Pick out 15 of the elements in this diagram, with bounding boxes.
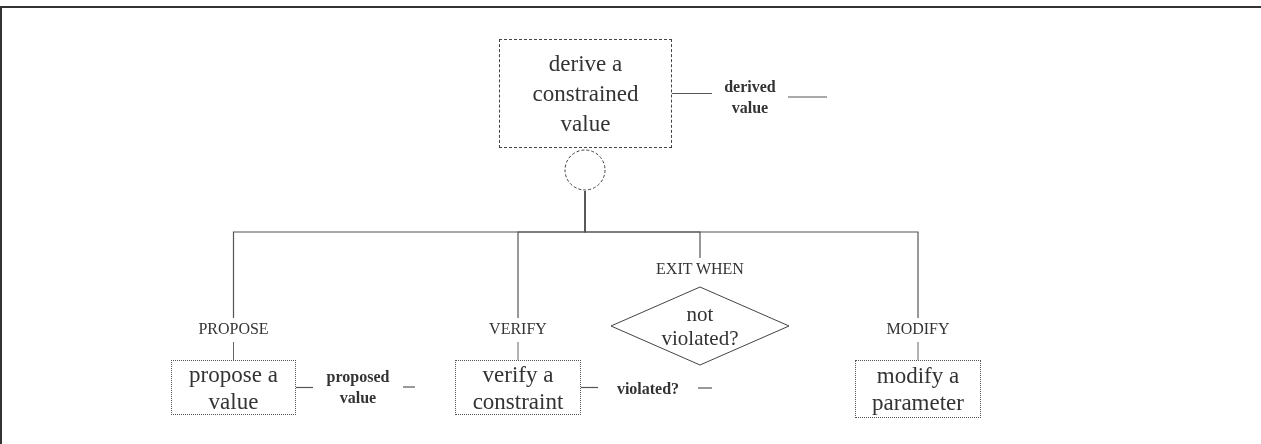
process-box: propose a value bbox=[171, 360, 296, 415]
connector-line bbox=[671, 92, 713, 95]
connector-line bbox=[584, 190, 919, 319]
condition-text: not violated? bbox=[660, 301, 740, 352]
process-box: modify a parameter bbox=[855, 360, 981, 418]
connector-line bbox=[402, 386, 416, 388]
node-heading: EXIT WHEN bbox=[655, 259, 745, 279]
process-box: verify a constraint bbox=[455, 360, 581, 415]
circle-shape bbox=[564, 149, 606, 191]
connector-line bbox=[697, 387, 713, 389]
node-heading: VERIFY bbox=[488, 319, 548, 339]
process-box: derive a constrained value bbox=[499, 39, 672, 148]
connector-line bbox=[787, 96, 828, 98]
node-heading: MODIFY bbox=[885, 319, 951, 339]
node-heading: PROPOSE bbox=[197, 319, 270, 339]
